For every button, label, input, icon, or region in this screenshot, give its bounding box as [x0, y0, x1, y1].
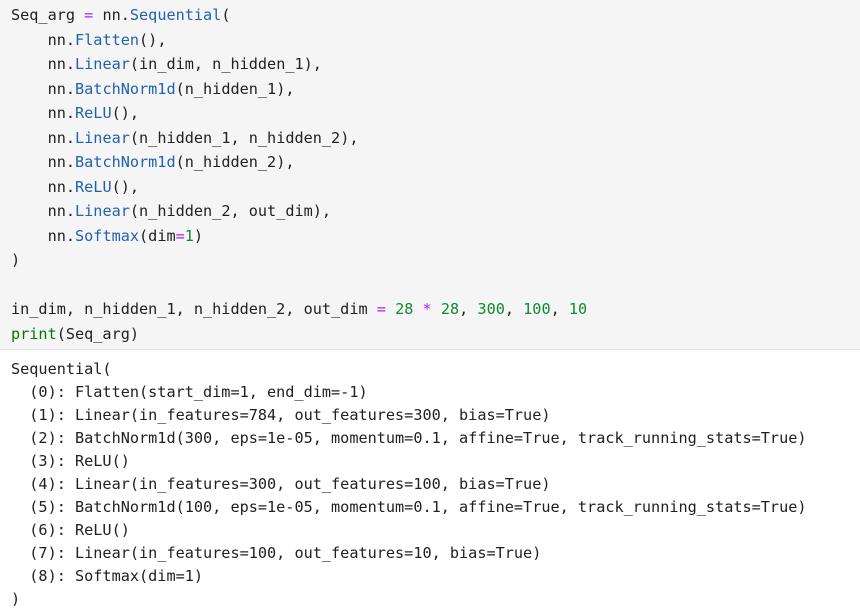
code-line: nn.BatchNorm1d(n_hidden_2), [11, 150, 587, 175]
code-token: nn. [11, 153, 76, 171]
code-token: ) [193, 226, 204, 245]
code-token: (n_hidden_1), [175, 79, 295, 98]
code-token: (n_hidden_2), [175, 153, 295, 171]
code-token: BatchNorm1d [75, 153, 176, 171]
code-token [386, 300, 395, 318]
code-line [11, 273, 587, 298]
code-token: ReLU [75, 104, 112, 122]
output-line: (4): Linear(in_features=300, out_feature… [11, 475, 551, 493]
output-line: ) [11, 590, 21, 608]
code-token [432, 300, 441, 318]
code-token: ( [221, 6, 231, 24]
code-line: nn.Linear(n_hidden_2, out_dim), [11, 199, 587, 224]
code-token: Softmax [75, 226, 140, 245]
output-line: Sequential( [11, 360, 112, 378]
code-token: , [504, 300, 524, 318]
code-token: (dim [139, 226, 176, 245]
code-token: = [376, 300, 386, 318]
code-token: BatchNorm1d [75, 79, 176, 98]
output-line: (0): Flatten(start_dim=1, end_dim=-1) [11, 383, 368, 401]
output-line: (6): ReLU() [11, 521, 130, 539]
output-line: (2): BatchNorm1d(300, eps=1e-05, momentu… [11, 429, 807, 447]
code-token: (), [111, 177, 140, 196]
code-line: nn.BatchNorm1d(n_hidden_1), [11, 77, 587, 102]
code-token: Linear [75, 55, 130, 73]
code-cell-editor[interactable]: Seq_arg = nn.Sequential( nn.Flatten(), n… [0, 0, 860, 350]
code-token: nn. [93, 6, 130, 24]
code-token: nn. [11, 202, 76, 220]
code-token: print [11, 324, 57, 343]
code-token: 300 [477, 300, 505, 318]
code-token: nn. [11, 128, 76, 147]
code-token: 10 [568, 300, 588, 318]
code-line: Seq_arg = nn.Sequential( [11, 3, 587, 28]
code-token: 28 [440, 300, 460, 318]
code-token: Seq_arg [11, 6, 85, 24]
code-token: ReLU [75, 177, 112, 196]
output-lines: Sequential( (0): Flatten(start_dim=1, en… [11, 358, 807, 611]
output-line: (1): Linear(in_features=784, out_feature… [11, 406, 551, 424]
code-token: (in_dim, n_hidden_1), [129, 55, 322, 73]
code-token: nn. [11, 226, 76, 245]
output-line: (7): Linear(in_features=100, out_feature… [11, 544, 542, 562]
code-token: 100 [523, 300, 551, 318]
code-line: in_dim, n_hidden_1, n_hidden_2, out_dim … [11, 297, 587, 322]
code-token: 1 [184, 226, 194, 245]
code-line: print(Seq_arg) [11, 322, 587, 347]
cell-output: Sequential( (0): Flatten(start_dim=1, en… [0, 350, 860, 609]
code-line: nn.Linear(n_hidden_1, n_hidden_2), [11, 126, 587, 151]
code-token: Flatten [75, 30, 140, 49]
code-token: nn. [11, 104, 76, 122]
code-line: nn.Flatten(), [11, 28, 587, 53]
code-line: nn.Linear(in_dim, n_hidden_1), [11, 52, 587, 77]
code-line: nn.Softmax(dim=1) [11, 224, 587, 249]
code-token: Linear [75, 202, 130, 220]
code-token: ) [11, 251, 21, 269]
code-token: nn. [11, 55, 76, 73]
code-line: nn.ReLU(), [11, 101, 587, 126]
code-token: = [84, 6, 94, 24]
code-token: nn. [11, 79, 76, 98]
code-token: (Seq_arg) [56, 324, 140, 343]
code-token: (n_hidden_2, out_dim), [129, 202, 332, 220]
code-token [413, 300, 422, 318]
code-line: nn.ReLU(), [11, 175, 587, 200]
code-token: 28 [395, 300, 414, 318]
code-line: ) [11, 248, 587, 273]
output-line: (5): BatchNorm1d(100, eps=1e-05, momentu… [11, 498, 807, 516]
code-token: nn. [11, 177, 76, 196]
code-token: , [550, 300, 569, 318]
code-token: (), [139, 30, 167, 49]
code-token: Sequential [129, 6, 222, 24]
code-token: (n_hidden_1, n_hidden_2), [129, 128, 359, 147]
code-token: , [459, 300, 478, 318]
code-token: (), [111, 104, 140, 122]
code-token: in_dim, n_hidden_1, n_hidden_2, out_dim [11, 300, 377, 318]
output-line: (3): ReLU() [11, 452, 130, 470]
code-token: nn. [11, 30, 76, 49]
code-token: * [422, 300, 432, 318]
code-lines[interactable]: Seq_arg = nn.Sequential( nn.Flatten(), n… [11, 3, 587, 346]
code-token: = [175, 226, 185, 245]
code-token: Linear [75, 128, 130, 147]
output-line: (8): Softmax(dim=1) [11, 567, 204, 585]
